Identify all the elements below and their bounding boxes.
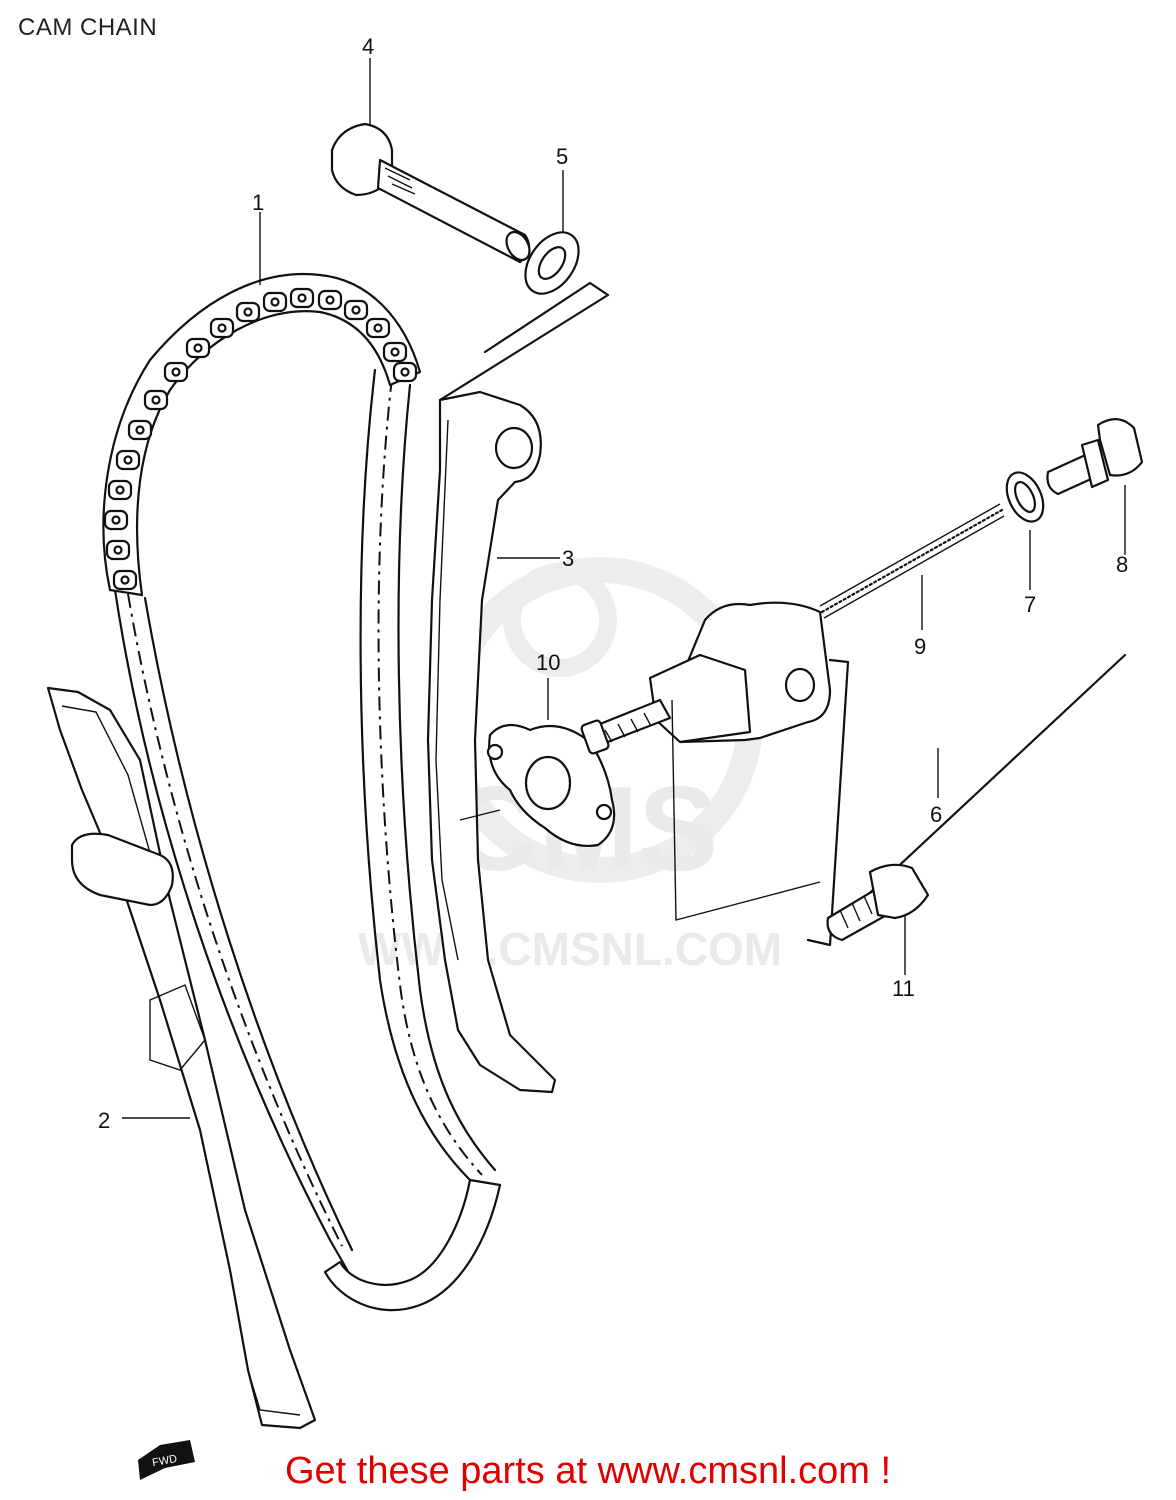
callout-3: 3 [562, 546, 574, 571]
chain-link-pin [135, 425, 145, 435]
chain-link-pin [297, 293, 307, 303]
guide-bolt [330, 122, 531, 264]
tensioner-bolt [826, 863, 930, 942]
chain-link-pin [151, 395, 161, 405]
leader-lines [122, 58, 1126, 1119]
chain-link-pin [113, 545, 123, 555]
callout-10: 10 [536, 650, 560, 675]
chain-link-pin [123, 455, 133, 465]
callout-9: 9 [914, 634, 926, 659]
front-arrow-label: FWD [151, 1453, 178, 1469]
footer-link-text[interactable]: Get these parts at www.cmsnl.com ! [284, 1450, 892, 1492]
chain-link-pin [193, 343, 203, 353]
chain-link-pin [325, 295, 335, 305]
chain-link-pin [217, 323, 227, 333]
tensioner-spring [819, 503, 1005, 619]
watermark-url: WWW.CMSNL.COM [358, 923, 782, 975]
chain-link-pin [351, 305, 361, 315]
callout-2: 2 [98, 1108, 110, 1133]
callout-7: 7 [1024, 592, 1036, 617]
chain-link-pin [390, 347, 400, 357]
tensioner-assembly [580, 601, 1127, 947]
callout-11: 11 [892, 976, 915, 1001]
chain-link-pin [111, 515, 121, 525]
chain-link-pin [270, 297, 280, 307]
callout-1: 1 [252, 190, 264, 215]
chain-links-bottom [323, 1178, 502, 1312]
chain-link-pin [243, 307, 253, 317]
chain-links-top [102, 273, 422, 597]
bracket-guide [438, 281, 610, 402]
cap-bolt [1046, 418, 1144, 496]
callout-5: 5 [556, 144, 568, 169]
cap-washer [1005, 471, 1045, 523]
chain-link-pin [120, 575, 130, 585]
chain-link-pin [171, 367, 181, 377]
callout-8: 8 [1116, 552, 1128, 577]
chain-link-pin [373, 323, 383, 333]
front-arrow-icon: FWD [138, 1440, 195, 1480]
chain-link-pin [400, 367, 410, 377]
chain-link-pin [115, 485, 125, 495]
callouts: 1 2 3 4 5 6 7 8 9 10 11 [98, 34, 1128, 1133]
callout-6: 6 [930, 802, 942, 827]
diagram-title: CAM CHAIN [18, 14, 158, 41]
washer [524, 231, 580, 295]
tensioner-gasket [486, 723, 616, 847]
cam-chain [102, 273, 502, 1312]
chain-guide [426, 390, 557, 1094]
callout-4: 4 [362, 34, 374, 59]
chain-tensioner-guide [46, 686, 317, 1430]
